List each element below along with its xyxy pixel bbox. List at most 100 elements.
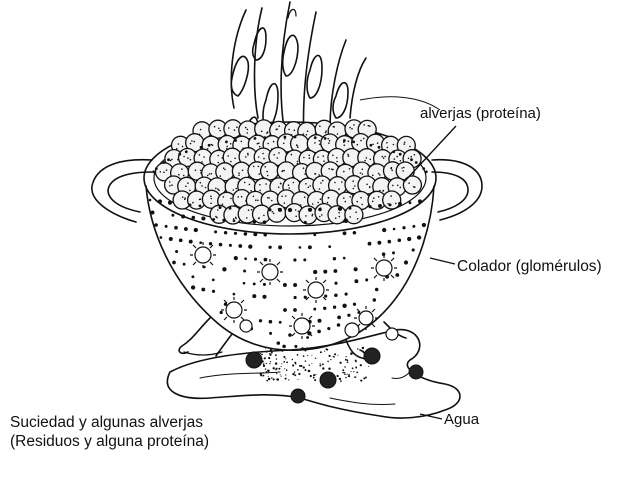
colander-hole	[392, 251, 395, 254]
pea-speckle	[201, 161, 203, 163]
residue-speck	[285, 374, 286, 375]
pea-speckle	[354, 185, 356, 187]
colander-hole	[214, 230, 217, 233]
pea-speckle	[184, 197, 186, 199]
residue-speck	[268, 378, 271, 381]
pea-speckle	[336, 157, 338, 159]
pea-speckle	[272, 211, 274, 213]
colander-hole	[212, 290, 215, 293]
residue-speck	[344, 372, 345, 373]
residue-speck	[265, 348, 266, 349]
residue-speck	[292, 373, 294, 375]
pea-speckle	[351, 128, 353, 130]
pea-speckle	[160, 171, 162, 173]
residue-speck	[269, 353, 270, 354]
pea-speckle	[403, 143, 405, 145]
pea-speckle	[283, 170, 285, 172]
colander-hole	[327, 327, 330, 330]
pea-speckle	[372, 201, 374, 203]
pea-speckle	[315, 173, 317, 175]
pea-speckle	[319, 188, 321, 190]
colander-hole	[263, 220, 267, 224]
pea-speckle	[311, 215, 313, 217]
residue-speck	[260, 373, 263, 376]
pea-speckle	[337, 133, 339, 135]
pea-speckle	[171, 159, 173, 161]
residue-speck	[269, 363, 270, 364]
pea-speckle	[267, 175, 269, 177]
pea	[328, 206, 346, 224]
colander-hole	[269, 320, 273, 324]
residue-speck	[281, 349, 283, 351]
residue-speck	[336, 375, 338, 377]
pea-speckle	[320, 182, 322, 184]
residue-speck	[264, 357, 266, 359]
colander-hole	[224, 231, 227, 234]
colander-hole	[343, 257, 346, 260]
residue-speck	[344, 373, 346, 375]
colander-hole	[264, 258, 268, 262]
pea-speckle	[377, 142, 379, 144]
residue-speck	[352, 367, 354, 369]
pea-speckle	[259, 184, 261, 186]
pea-speckle	[288, 184, 290, 186]
colander-hole	[294, 136, 297, 139]
pea-speckle	[294, 129, 296, 131]
residue-speck	[266, 351, 268, 353]
colander-hole	[299, 246, 302, 249]
pea-speckle	[253, 196, 255, 198]
residue-speck	[306, 347, 308, 349]
residue-speck	[283, 356, 285, 358]
pea-speckle	[211, 198, 213, 200]
pea-speckle	[281, 171, 283, 173]
colander-hole	[282, 345, 286, 349]
pea-speckle	[332, 155, 334, 157]
residue-speck	[319, 363, 320, 364]
pea-speckle	[251, 209, 253, 211]
residue-speck	[322, 363, 324, 365]
colander-hole	[185, 150, 188, 153]
pea-speckle	[373, 197, 375, 199]
residue-speck	[273, 378, 275, 380]
colander-hole	[303, 258, 306, 261]
pea-speckle	[343, 197, 345, 199]
pea-speckle	[285, 195, 287, 197]
pea-speckle	[248, 209, 250, 211]
pea-speckle	[349, 196, 351, 198]
pea-speckle	[368, 125, 370, 127]
residue-speck	[355, 367, 357, 369]
colander-hole	[253, 282, 256, 285]
puddle-residue	[246, 323, 423, 403]
pea-speckle	[230, 198, 232, 200]
colander-hole	[418, 199, 422, 203]
pea-speckle	[223, 167, 225, 169]
pea-speckle	[244, 182, 246, 184]
colander-hole	[399, 153, 402, 156]
pea-speckle	[360, 197, 362, 199]
colander-hole	[233, 219, 236, 222]
pea-speckle	[409, 146, 411, 148]
colander-hole	[218, 206, 221, 209]
pea-speckle	[261, 131, 263, 133]
pea-speckle	[212, 144, 214, 146]
residue-speck	[328, 355, 330, 357]
pea-speckle	[266, 171, 268, 173]
residue-speck	[276, 358, 277, 359]
residue-speck	[314, 379, 316, 381]
pea-speckle	[277, 157, 279, 159]
pea-speckle	[390, 195, 392, 197]
residue-speck	[301, 347, 304, 350]
colander-hole	[377, 241, 381, 245]
pea-speckle	[271, 200, 273, 202]
residue-speck	[284, 368, 285, 369]
pea-speckle	[288, 129, 290, 131]
colander-hole	[155, 167, 158, 170]
pea-speckle	[283, 143, 285, 145]
pea-speckle	[327, 138, 329, 140]
colander-hole	[293, 258, 296, 261]
pea-speckle	[328, 197, 330, 199]
pea-speckle	[391, 170, 393, 172]
pea-speckle	[187, 182, 189, 184]
residue-speck	[268, 376, 269, 377]
